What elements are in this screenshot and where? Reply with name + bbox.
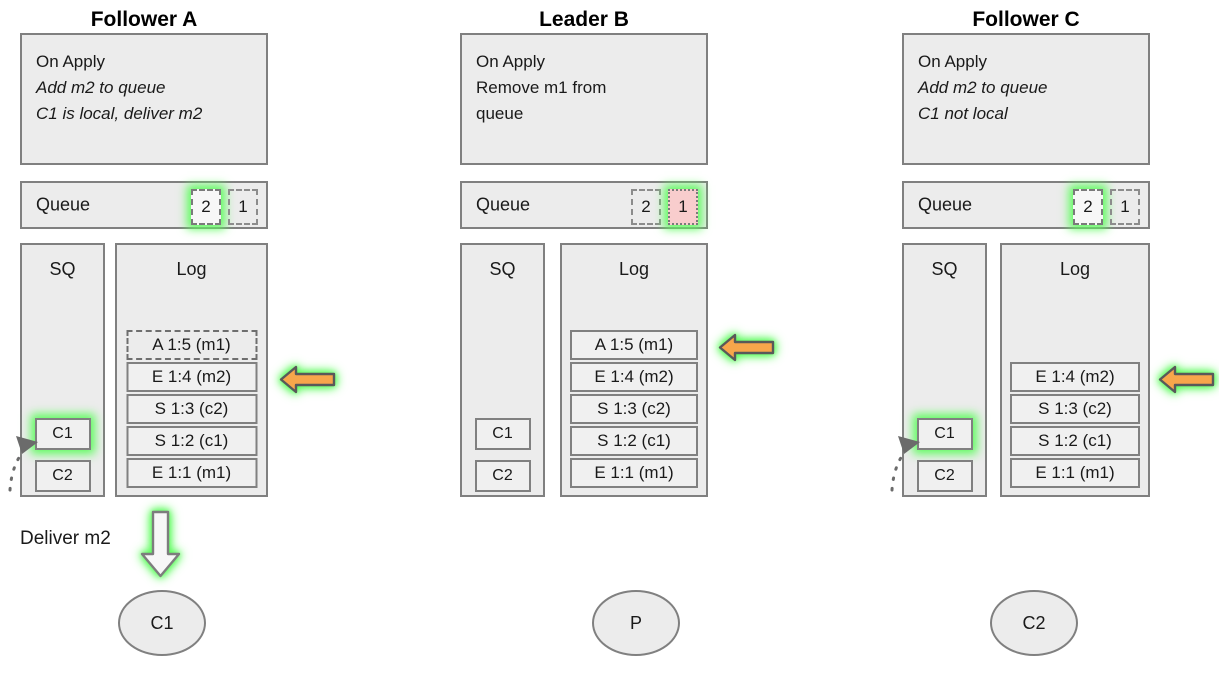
- queue-slot-0[interactable]: 2: [191, 189, 221, 225]
- log-entry-0[interactable]: A 1:5 (m1): [570, 330, 698, 360]
- log-entry-2[interactable]: S 1:3 (c2): [570, 394, 698, 424]
- apply-pointer-arrow-follower-a: [279, 365, 336, 394]
- log-panel-leader-b: Log A 1:5 (m1) E 1:4 (m2) S 1:3 (c2) S 1…: [560, 243, 708, 497]
- incoming-pointer-follower-a: [8, 436, 38, 492]
- on-apply-line-2: C1 is local, deliver m2: [36, 104, 203, 123]
- log-entry-4[interactable]: E 1:1 (m1): [570, 458, 698, 488]
- log-entry-3[interactable]: E 1:1 (m1): [1010, 458, 1140, 488]
- log-entry-0[interactable]: A 1:5 (m1): [126, 330, 257, 360]
- on-apply-text-follower-c: On Apply Add m2 to queue C1 not local: [904, 35, 1148, 127]
- column-title-follower-c: Follower C: [972, 8, 1080, 31]
- queue-label: Queue: [476, 194, 531, 215]
- sq-item-c2[interactable]: C2: [34, 460, 91, 492]
- log-entry-3[interactable]: S 1:2 (c1): [570, 426, 698, 456]
- on-apply-line-1: Add m2 to queue: [918, 78, 1048, 97]
- on-apply-line-2: queue: [476, 104, 524, 123]
- apply-pointer-arrow-leader-b: [718, 333, 775, 362]
- on-apply-line-1: Add m2 to queue: [36, 78, 166, 97]
- queue-label: Queue: [36, 194, 91, 215]
- log-panel-follower-a: Log A 1:5 (m1) E 1:4 (m2) S 1:3 (c2) S 1…: [115, 243, 268, 497]
- on-apply-line-2: C1 not local: [918, 104, 1008, 123]
- endpoint-circle-c1[interactable]: C1: [118, 590, 206, 656]
- queue-panel-leader-b: Queue 2 1: [460, 181, 708, 229]
- queue-slot-1[interactable]: 1: [668, 189, 698, 225]
- log-panel-follower-c: Log E 1:4 (m2) S 1:3 (c2) S 1:2 (c1) E 1…: [1000, 243, 1150, 497]
- sq-title: SQ: [49, 259, 76, 279]
- sq-item-c1[interactable]: C1: [916, 418, 973, 450]
- incoming-pointer-follower-c: [890, 436, 920, 492]
- on-apply-heading: On Apply: [918, 52, 987, 71]
- log-entry-0[interactable]: E 1:4 (m2): [1010, 362, 1140, 392]
- on-apply-heading: On Apply: [36, 52, 105, 71]
- log-entry-1[interactable]: E 1:4 (m2): [570, 362, 698, 392]
- log-title: Log: [1059, 259, 1091, 279]
- on-apply-panel-follower-c: On Apply Add m2 to queue C1 not local: [902, 33, 1150, 165]
- log-entry-2[interactable]: S 1:2 (c1): [1010, 426, 1140, 456]
- queue-panel-follower-c: Queue 2 1: [902, 181, 1150, 229]
- deliver-down-arrow: [140, 510, 181, 578]
- log-entry-1[interactable]: E 1:4 (m2): [126, 362, 257, 392]
- column-title-follower-a: Follower A: [90, 8, 198, 31]
- log-entry-3[interactable]: S 1:2 (c1): [126, 426, 257, 456]
- on-apply-panel-leader-b: On Apply Remove m1 from queue: [460, 33, 708, 165]
- column-title-leader-b: Leader B: [539, 8, 629, 31]
- queue-slot-1[interactable]: 1: [1110, 189, 1140, 225]
- on-apply-line-1: Remove m1 from: [476, 78, 607, 97]
- on-apply-text-follower-a: On Apply Add m2 to queue C1 is local, de…: [22, 35, 266, 127]
- log-entry-1[interactable]: S 1:3 (c2): [1010, 394, 1140, 424]
- sq-title: SQ: [489, 259, 516, 279]
- deliver-label-follower-a: Deliver m2: [20, 528, 111, 549]
- on-apply-text-leader-b: On Apply Remove m1 from queue: [462, 35, 706, 127]
- sq-item-c2[interactable]: C2: [916, 460, 973, 492]
- sq-item-c2[interactable]: C2: [474, 460, 531, 492]
- on-apply-heading: On Apply: [476, 52, 545, 71]
- sq-panel-follower-c: SQ C1 C2: [902, 243, 987, 497]
- sq-title: SQ: [931, 259, 958, 279]
- queue-slot-0[interactable]: 2: [631, 189, 661, 225]
- sq-panel-leader-b: SQ C1 C2: [460, 243, 545, 497]
- sq-item-c1[interactable]: C1: [34, 418, 91, 450]
- sq-panel-follower-a: SQ C1 C2: [20, 243, 105, 497]
- endpoint-circle-p[interactable]: P: [592, 590, 680, 656]
- queue-panel-follower-a: Queue 2 1: [20, 181, 268, 229]
- apply-pointer-arrow-follower-c: [1158, 365, 1215, 394]
- queue-slot-1[interactable]: 1: [228, 189, 258, 225]
- on-apply-panel-follower-a: On Apply Add m2 to queue C1 is local, de…: [20, 33, 268, 165]
- queue-slot-0[interactable]: 2: [1073, 189, 1103, 225]
- log-entry-2[interactable]: S 1:3 (c2): [126, 394, 257, 424]
- queue-label: Queue: [918, 194, 973, 215]
- endpoint-circle-c2[interactable]: C2: [990, 590, 1078, 656]
- log-entry-4[interactable]: E 1:1 (m1): [126, 458, 257, 488]
- log-title: Log: [176, 259, 207, 279]
- sq-item-c1[interactable]: C1: [474, 418, 531, 450]
- log-title: Log: [618, 259, 650, 279]
